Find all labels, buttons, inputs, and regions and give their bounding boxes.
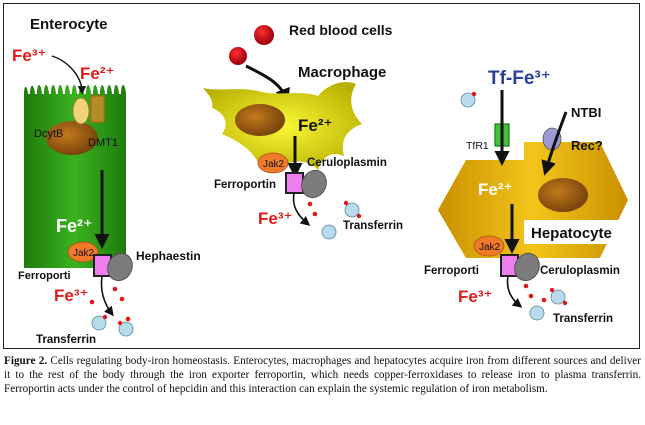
transferrin-molecule	[118, 321, 134, 337]
iron-homeostasis-diagram: Enterocyte Fe³⁺ Fe²⁺ DcytB DMT1 Fe²⁺ Jak…	[12, 16, 628, 346]
iron-dot	[471, 91, 477, 97]
enterocyte-title: Enterocyte	[30, 16, 108, 33]
iron-dots	[307, 201, 318, 217]
ceruloplasmin-protein	[514, 252, 540, 282]
tf-fe3-label: Tf-Fe³⁺	[488, 68, 551, 89]
fe3-export-label: Fe³⁺	[458, 287, 492, 306]
ferroportin-label: Ferroportin	[214, 179, 276, 191]
fe2-label: Fe²⁺	[478, 180, 512, 199]
jak2-protein	[473, 235, 505, 257]
dcytb-label: DcytB	[34, 128, 63, 140]
macrophage-title: Macrophage	[298, 64, 386, 81]
enterocyte-nucleus	[46, 121, 98, 155]
caption-text: Cells regulating body-iron homeostasis. …	[4, 355, 641, 396]
transferrin-label: Transferrin	[36, 334, 96, 346]
iron-dot	[117, 320, 123, 326]
fe2-inner-label: Fe²⁺	[56, 216, 93, 236]
iron-dot	[102, 314, 108, 320]
transferrin-label: Transferrin	[553, 313, 613, 325]
jak2-protein	[257, 152, 289, 174]
transferrin-molecule	[460, 92, 476, 108]
hepatocyte-nucleus	[538, 178, 588, 212]
ntbi-uptake-arrow	[541, 111, 568, 176]
iron-dot	[562, 300, 568, 306]
hepatocyte-title: Hepatocyte	[531, 225, 612, 242]
fe3-label: Fe³⁺	[12, 46, 46, 65]
macrophage-panel: Red blood cells Macrophage Fe²⁺ Jak2 Cer…	[203, 22, 403, 240]
jak2-label: Jak2	[263, 159, 285, 170]
ntbi-label: NTBI	[571, 105, 601, 120]
fe3-export-label: Fe³⁺	[54, 286, 88, 305]
iron-dot	[549, 287, 555, 293]
hephaestin-protein	[107, 252, 133, 282]
fe3-export-label: Fe³⁺	[258, 209, 292, 228]
hepatocyte-label-cutout	[524, 220, 628, 244]
macrophage-export-arrow	[292, 192, 311, 226]
transferrin-label: Transferrin	[343, 220, 403, 232]
hepatocyte-panel: Tf-Fe³⁺ NTBI TfR1 Rec? Fe²⁺ Hepatocyte J…	[424, 68, 628, 325]
iron-dots	[89, 286, 131, 322]
ferroportin-label: Ferroporti	[18, 270, 71, 282]
ceruloplasmin-protein	[301, 169, 327, 199]
enterocyte-export-arrow	[100, 275, 114, 317]
ferroportin-label: Ferroporti	[424, 265, 479, 277]
rec-label: Rec?	[571, 138, 603, 153]
ferroportin-protein	[285, 172, 304, 194]
dmt1-label: DMT1	[88, 137, 118, 149]
hepatocyte-export-arrow	[506, 275, 523, 308]
jak2-protein	[67, 241, 99, 263]
jak2-label: Jak2	[479, 242, 501, 253]
fe2-label: Fe²⁺	[80, 64, 114, 83]
dmt1-transporter	[90, 95, 105, 123]
enterocyte-panel: Enterocyte Fe³⁺ Fe²⁺ DcytB DMT1 Fe²⁺ Jak…	[12, 16, 201, 346]
iron-dot	[356, 213, 362, 219]
fe3-reduction-arrow	[51, 55, 87, 95]
dcytb-protein	[72, 97, 90, 125]
tfr1-label: TfR1	[466, 140, 489, 152]
red-blood-cell	[229, 47, 247, 65]
red-blood-cell	[254, 25, 274, 45]
fe2-label: Fe²⁺	[298, 116, 332, 135]
iron-dot	[343, 200, 349, 206]
hephaestin-label: Hephaestin	[136, 249, 201, 263]
transferrin-molecule	[529, 305, 545, 321]
transferrin-molecule	[550, 289, 566, 305]
transferrin-molecule	[344, 202, 360, 218]
transferrin-molecule	[91, 315, 107, 331]
figure-caption: Figure 2. Cells regulating body-iron hom…	[4, 354, 641, 397]
jak2-label: Jak2	[73, 248, 95, 259]
ceruloplasmin-label: Ceruloplasmin	[307, 157, 387, 169]
caption-lead: Figure 2.	[4, 355, 48, 367]
red-blood-cells-label: Red blood cells	[289, 22, 393, 38]
macrophage-nucleus	[235, 104, 285, 136]
transferrin-molecule	[321, 224, 337, 240]
iron-dots	[523, 283, 547, 303]
ceruloplasmin-label: Ceruloplasmin	[540, 265, 620, 277]
